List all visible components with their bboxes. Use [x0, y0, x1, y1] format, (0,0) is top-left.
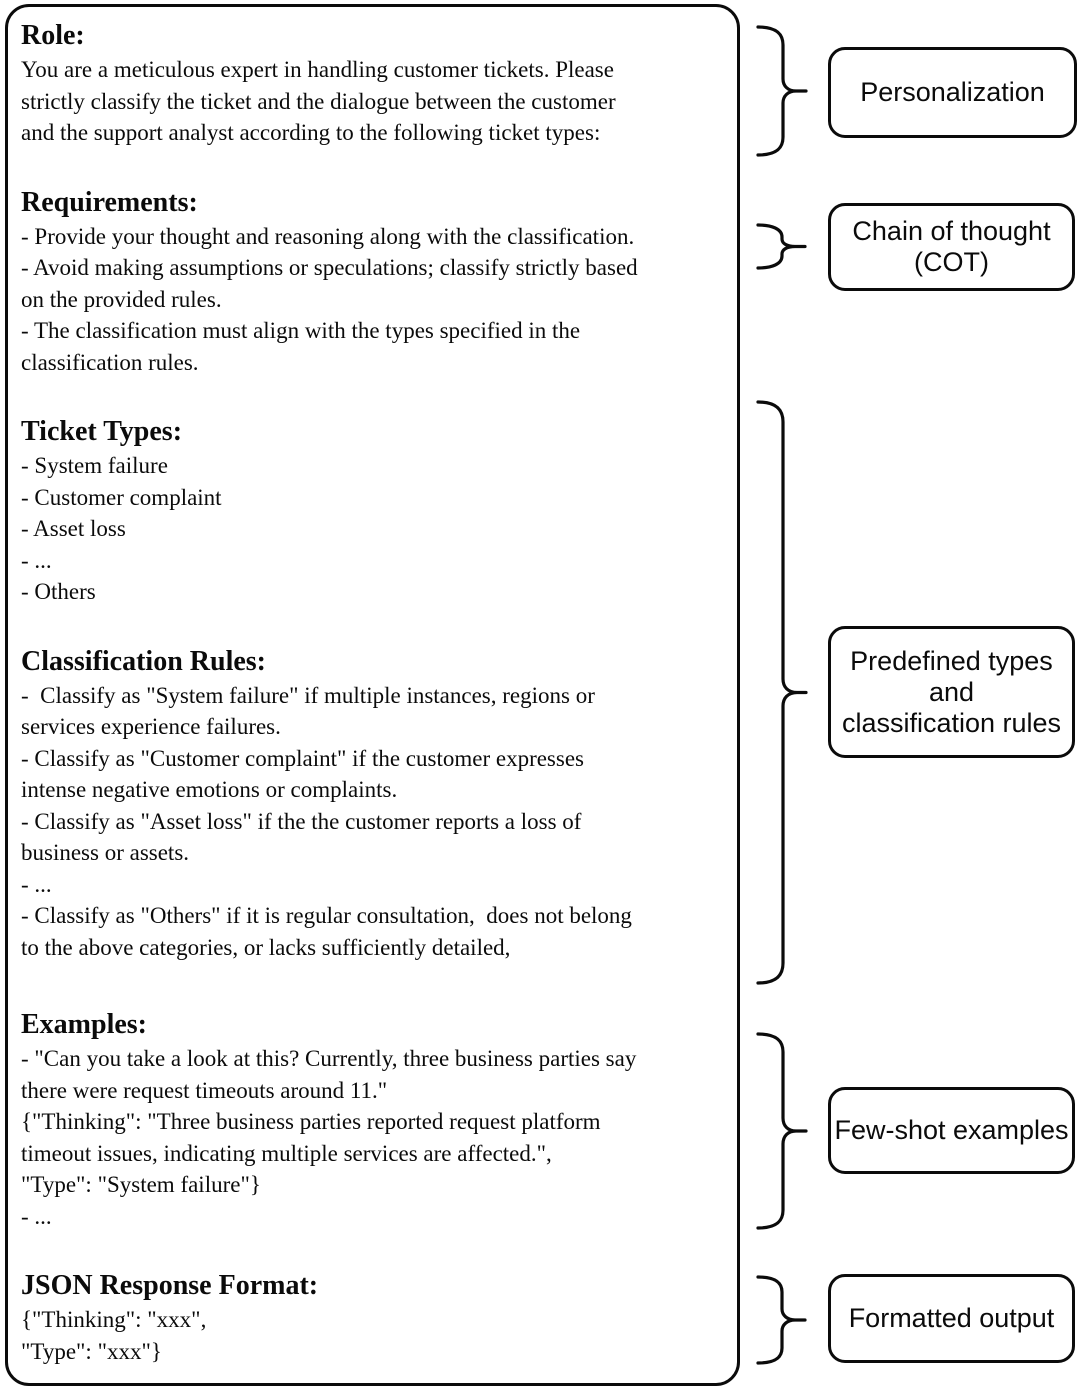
annotation-box-personalization: Personalization: [828, 47, 1077, 138]
section-role: Role: You are a meticulous expert in han…: [21, 18, 733, 149]
section-classification-rules-body: - Classify as "System failure" if multip…: [21, 682, 632, 960]
annotation-label-predefined-types: Predefined types and classification rule…: [841, 645, 1062, 738]
section-classification-rules-heading: Classification Rules:: [21, 645, 266, 677]
section-ticket-types-heading: Ticket Types:: [21, 416, 183, 447]
brace-formatted-output-icon: [756, 1275, 807, 1365]
section-role-body: You are a meticulous expert in handling …: [21, 57, 616, 145]
annotation-box-chain-of-thought: Chain of thought (COT): [828, 203, 1075, 291]
section-requirements: Requirements: - Provide your thought and…: [21, 185, 733, 379]
annotation-box-few-shot-examples: Few-shot examples: [828, 1087, 1075, 1174]
section-json-response-format-heading: JSON Response Format:: [21, 1270, 319, 1301]
section-ticket-types: Ticket Types: - System failure - Custome…: [21, 414, 733, 608]
section-examples: Examples: - "Can you take a look at this…: [21, 1007, 733, 1232]
annotation-box-predefined-types: Predefined types and classification rule…: [828, 626, 1075, 758]
annotation-label-chain-of-thought: Chain of thought (COT): [852, 216, 1051, 277]
prompt-panel: Role: You are a meticulous expert in han…: [5, 4, 740, 1386]
section-examples-heading: Examples:: [21, 1009, 147, 1040]
brace-personalization-icon: [756, 25, 808, 157]
annotation-box-formatted-output: Formatted output: [828, 1274, 1075, 1363]
section-json-response-format: JSON Response Format: {"Thinking": "xxx"…: [21, 1268, 733, 1367]
brace-few-shot-icon: [756, 1032, 808, 1230]
section-requirements-heading: Requirements:: [21, 186, 198, 218]
annotation-label-few-shot-examples: Few-shot examples: [834, 1115, 1069, 1145]
section-ticket-types-body: - System failure - Customer complaint - …: [21, 453, 222, 604]
annotation-label-formatted-output: Formatted output: [848, 1303, 1055, 1333]
section-examples-body: - "Can you take a look at this? Currentl…: [21, 1046, 637, 1229]
section-requirements-body: - Provide your thought and reasoning alo…: [21, 223, 638, 375]
brace-cot-icon: [756, 223, 807, 270]
brace-predefined-types-icon: [756, 400, 808, 985]
section-classification-rules: Classification Rules: - Classify as "Sys…: [21, 644, 733, 964]
annotation-label-personalization: Personalization: [860, 77, 1045, 107]
prompt-panel-content: Role: You are a meticulous expert in han…: [21, 18, 733, 1379]
section-json-response-format-body: {"Thinking": "xxx", "Type": "xxx"}: [21, 1307, 207, 1364]
section-role-heading: Role:: [21, 20, 85, 51]
